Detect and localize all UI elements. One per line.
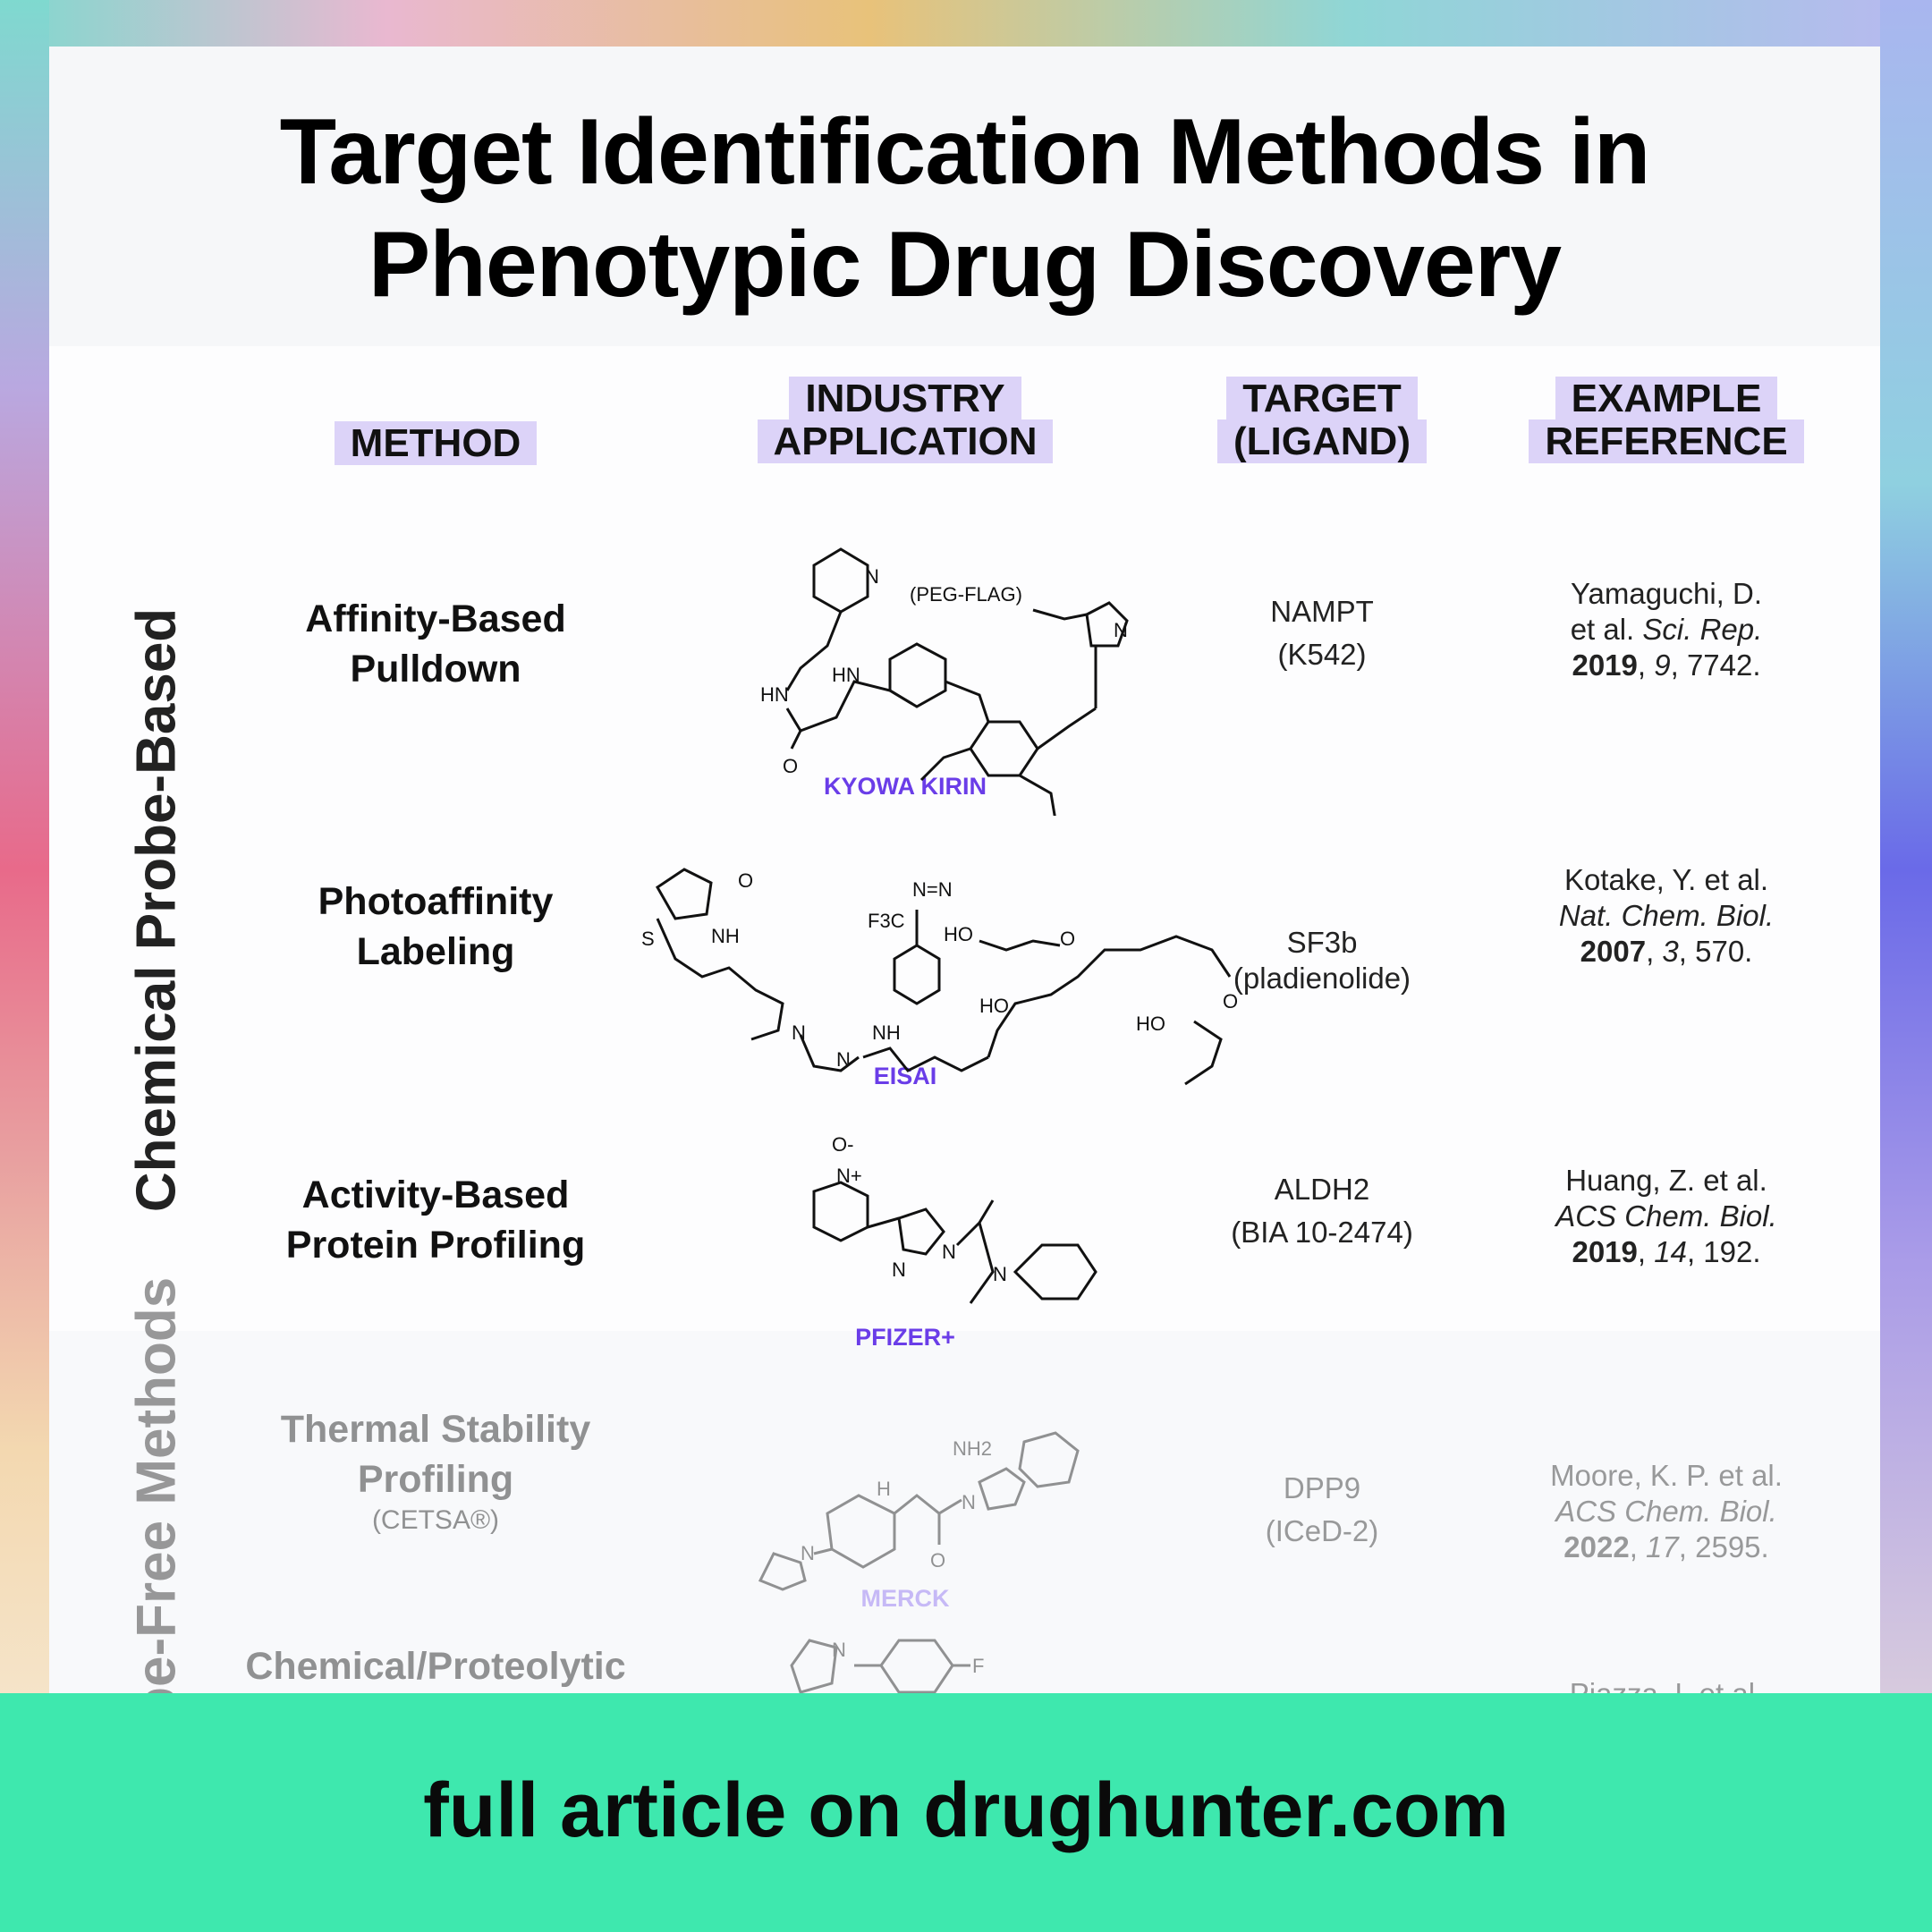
title-bar: Target Identification Methods in Phenoty… [49, 47, 1880, 346]
section-label-free: Probe-Free Methods [125, 1276, 188, 1693]
svg-text:N: N [993, 1263, 1007, 1285]
svg-text:F3C: F3C [868, 910, 905, 932]
svg-text:H: H [877, 1478, 891, 1500]
svg-text:S: S [641, 928, 655, 950]
reference-yamaguchi: Yamaguchi, D.et al. Sci. Rep.2019, 9, 77… [1570, 577, 1763, 682]
title-line-1: Target Identification Methods in [279, 100, 1651, 204]
company-kyowa-kirin: KYOWA KIRIN [824, 773, 987, 800]
svg-text:N: N [865, 565, 879, 588]
target-dpp9: DPP9(ICeD-2) [1265, 1471, 1379, 1547]
molecule-pladienolide-probe: S O NH N N F3C N=N NH HO HO HO O O [641, 868, 1238, 1086]
reference-piazza: Piazza, I. et al. [1452, 1676, 1880, 1693]
molecule-iced-2: H NH2 O N N [758, 1431, 1080, 1591]
svg-text:O: O [930, 1549, 945, 1572]
reference-moore: Moore, K. P. et al.ACS Chem. Biol.2022, … [1550, 1459, 1783, 1563]
header-method: METHOD [248, 421, 623, 465]
svg-text:N: N [832, 1639, 846, 1661]
molecule-bia-10-2474: O- N+ N N N [812, 1133, 1097, 1304]
title-line-2: Phenotypic Drug Discovery [368, 213, 1562, 317]
svg-text:O: O [1060, 928, 1075, 950]
svg-text:(PEG-FLAG): (PEG-FLAG) [910, 583, 1022, 606]
svg-text:O: O [1223, 990, 1238, 1013]
svg-text:N: N [836, 1048, 851, 1071]
gradient-frame-right [1880, 0, 1932, 1932]
probe-free-section-bg [49, 1331, 1880, 1693]
svg-text:N: N [962, 1491, 976, 1513]
svg-text:HO: HO [1136, 1013, 1165, 1035]
method-chemical-proteolytic: Chemical/Proteolytic [245, 1645, 626, 1688]
svg-text:HO: HO [944, 923, 973, 945]
svg-text:O-: O- [832, 1133, 853, 1156]
svg-text:O: O [783, 755, 798, 777]
gradient-frame-left [0, 0, 49, 1932]
footer-banner: full article on drughunter.com [0, 1693, 1932, 1932]
reference-kotake: Kotake, Y. et al.Nat. Chem. Biol.2007, 3… [1558, 863, 1775, 968]
svg-text:N=N: N=N [912, 878, 953, 901]
molecule-partial: N F [790, 1639, 984, 1693]
svg-text:NH2: NH2 [953, 1437, 992, 1460]
svg-text:N: N [942, 1241, 956, 1263]
company-pfizer: PFIZER+ [855, 1324, 955, 1351]
svg-text:HN: HN [760, 683, 789, 706]
target-nampt: NAMPT(K542) [1270, 595, 1374, 671]
svg-text:O: O [738, 869, 753, 892]
header-target: TARGET(LIGAND) [1134, 377, 1510, 463]
target-aldh2: ALDH2(BIA 10-2474) [1231, 1173, 1413, 1249]
svg-text:NH: NH [872, 1021, 901, 1044]
svg-text:N: N [801, 1542, 815, 1564]
infographic-card: Target Identification Methods in Phenoty… [49, 47, 1880, 1693]
molecule-nampt-probe: N HN O HN (PEG-FLAG) N [760, 547, 1129, 816]
footer-link-text[interactable]: full article on drughunter.com [423, 1767, 1509, 1853]
svg-text:N: N [892, 1258, 906, 1281]
svg-text:HO: HO [979, 995, 1009, 1017]
svg-text:N: N [1114, 619, 1128, 641]
company-merck: MERCK [860, 1585, 950, 1612]
svg-text:F: F [972, 1655, 984, 1677]
section-label-probe: Chemical Probe-Based [125, 607, 188, 1213]
svg-text:NH: NH [711, 925, 740, 947]
target-sf3b: SF3b(pladienolide) [1233, 926, 1411, 995]
reference-huang: Huang, Z. et al.ACS Chem. Biol.2019, 14,… [1555, 1164, 1777, 1268]
svg-text:HN: HN [832, 664, 860, 686]
